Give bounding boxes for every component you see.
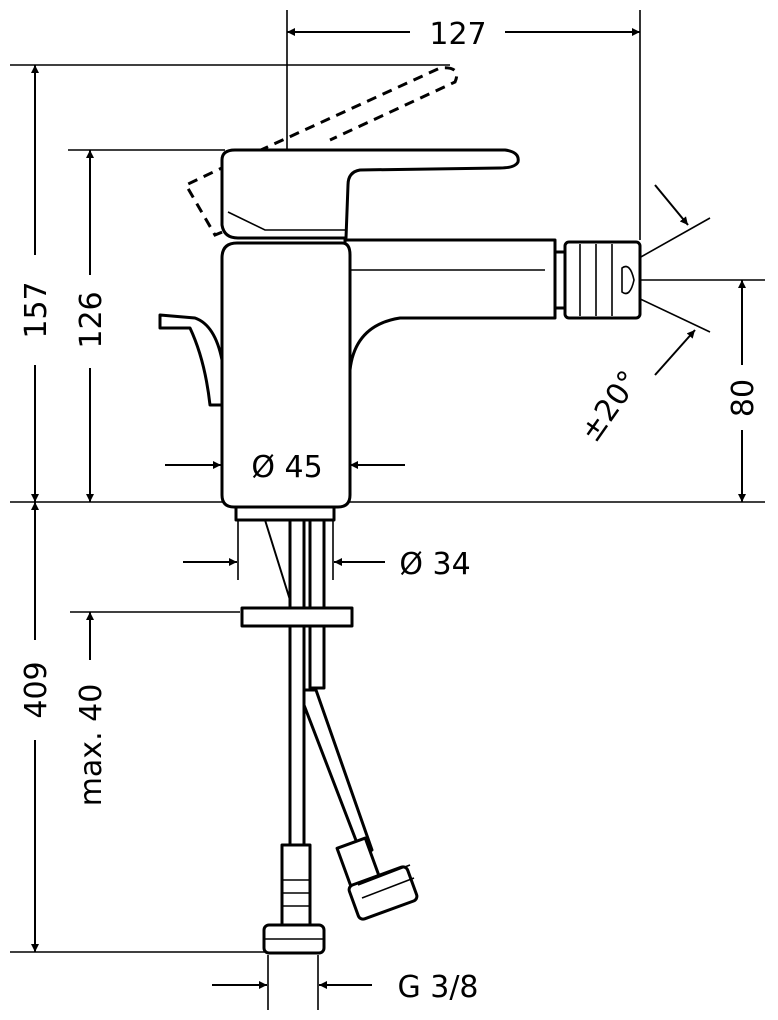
hose-fitting-right bbox=[335, 836, 419, 921]
dimension-connection-thread: G 3/8 bbox=[212, 970, 479, 1005]
extension-lines bbox=[10, 10, 765, 1010]
lever-handle bbox=[220, 148, 520, 240]
dimension-label-126: 126 bbox=[74, 291, 109, 348]
nozzle bbox=[553, 240, 642, 320]
dimension-label-angle: ±20° bbox=[573, 364, 647, 448]
dimension-label-g38: G 3/8 bbox=[397, 970, 478, 1005]
dimension-label-d34: Ø 34 bbox=[399, 547, 470, 582]
mixer-body bbox=[220, 241, 352, 509]
dimension-height-total: 157 bbox=[19, 65, 54, 502]
dimension-shank-diameter: Ø 34 bbox=[183, 547, 471, 582]
dimension-label-409: 409 bbox=[19, 661, 54, 718]
dimension-label-80: 80 bbox=[726, 379, 761, 417]
dimension-max-deck: max. 40 bbox=[74, 612, 109, 806]
pop-up-pipe bbox=[308, 518, 326, 690]
dimension-label-127: 127 bbox=[429, 17, 486, 52]
dimension-width-top: 127 bbox=[287, 17, 640, 52]
hose-angled bbox=[302, 688, 374, 858]
dimension-body-diameter: Ø 45 bbox=[165, 450, 405, 485]
hose-fitting-left bbox=[262, 843, 326, 955]
threaded-rod bbox=[288, 518, 306, 847]
fixing-washer bbox=[240, 606, 354, 628]
dimension-label-max40: max. 40 bbox=[74, 684, 109, 807]
spout bbox=[343, 238, 557, 372]
faucet-outline bbox=[158, 66, 642, 955]
dimension-label-157: 157 bbox=[19, 281, 54, 338]
dimension-below-deck: 409 bbox=[19, 502, 54, 952]
pop-up-rod bbox=[158, 313, 224, 407]
base-plate bbox=[234, 505, 336, 522]
lever-raised-position bbox=[183, 66, 459, 237]
dimension-label-d45: Ø 45 bbox=[251, 450, 322, 485]
dimension-height-spout: 80 bbox=[726, 280, 761, 502]
dimension-height-lever: 126 bbox=[74, 150, 109, 502]
